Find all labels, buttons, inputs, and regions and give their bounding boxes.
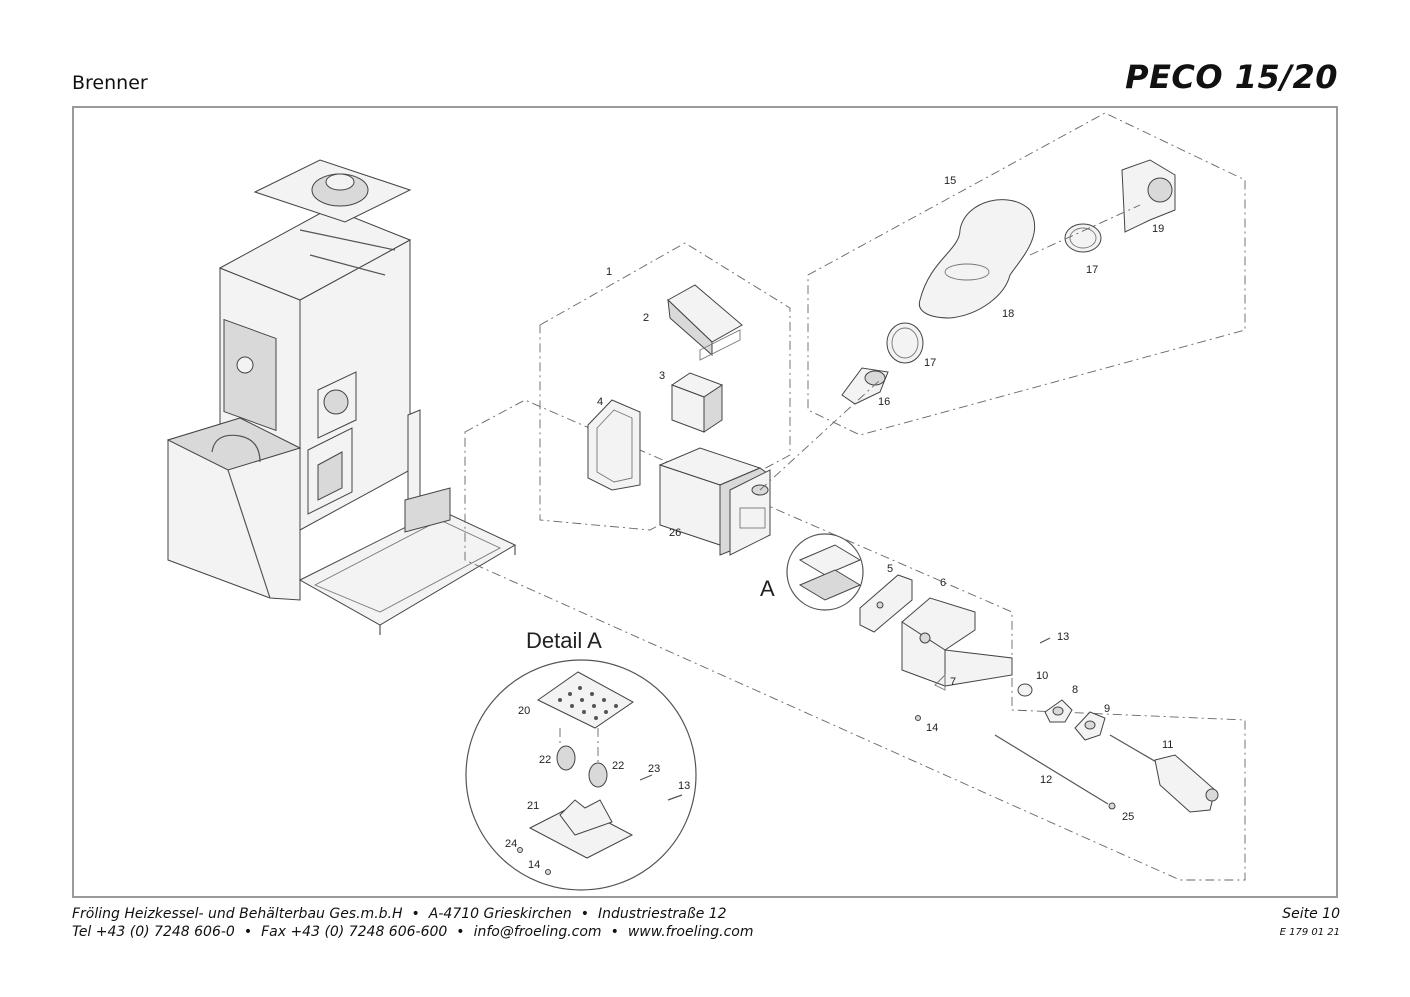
page-number: Seite 10	[1282, 906, 1340, 922]
callout-15: 15	[944, 175, 956, 187]
callout-25: 25	[1122, 811, 1134, 823]
callout-12: 12	[1040, 774, 1052, 786]
fax-number: Fax +43 (0) 7248 606-600	[261, 924, 448, 940]
callout-2: 2	[643, 312, 649, 324]
model-title: PECO 15/20	[1125, 58, 1338, 96]
callout-17a: 17	[924, 357, 936, 369]
callout-24: 24	[505, 838, 517, 850]
separator: •	[243, 924, 253, 940]
footer-page-info: Seite 10 E 179 01 21	[1280, 905, 1340, 941]
website-link[interactable]: www.froeling.com	[627, 924, 754, 940]
callout-7: 7	[950, 676, 956, 688]
callout-4: 4	[597, 396, 603, 408]
callout-20: 20	[518, 705, 530, 717]
detail-a-title: Detail A	[526, 628, 602, 653]
footer-line-2: Tel +43 (0) 7248 606-0 • Fax +43 (0) 7248 …	[72, 923, 754, 941]
company-name: Fröling Heizkessel- und Behälterbau Ges.…	[72, 906, 403, 922]
document-code: E 179 01 21	[1279, 927, 1340, 938]
separator: •	[610, 924, 619, 940]
callout-3: 3	[659, 370, 665, 382]
callout-14-detail: 14	[528, 859, 540, 871]
callout-9: 9	[1104, 703, 1110, 715]
separator: •	[456, 924, 465, 940]
flue-pipe-parts-illustration	[759, 159, 1176, 491]
callout-6: 6	[940, 577, 946, 589]
callout-18: 18	[1002, 308, 1014, 320]
callout-19: 19	[1152, 223, 1164, 235]
group-lower-outline	[464, 399, 1246, 881]
group-1-outline	[539, 242, 791, 531]
callout-13: 13	[1057, 631, 1069, 643]
phone-number: Tel +43 (0) 7248 606-0	[72, 924, 235, 940]
callout-1: 1	[606, 266, 612, 278]
callout-21: 21	[527, 800, 539, 812]
company-street: Industriestraße 12	[597, 906, 727, 922]
callout-26: 26	[669, 527, 681, 539]
footer-line-1: Fröling Heizkessel- und Behälterbau Ges.…	[72, 905, 754, 923]
callout-13-detail: 13	[678, 780, 690, 792]
drawing-frame	[72, 106, 1338, 898]
separator: •	[411, 906, 420, 922]
callout-8: 8	[1072, 684, 1078, 696]
section-title: Brenner	[72, 72, 148, 94]
detail-a-illustration	[465, 659, 697, 891]
callout-11: 11	[1162, 739, 1173, 751]
callout-22b: 22	[612, 760, 624, 772]
detail-a-marker: A	[760, 576, 775, 601]
callout-17b: 17	[1086, 264, 1098, 276]
burner-parts-illustration	[587, 284, 1219, 813]
boiler-assembly-illustration	[166, 159, 517, 635]
callout-22a: 22	[539, 754, 551, 766]
company-city: A-4710 Grieskirchen	[428, 906, 572, 922]
separator: •	[580, 906, 589, 922]
footer-contact: Fröling Heizkessel- und Behälterbau Ges.…	[72, 905, 754, 941]
callout-14: 14	[926, 722, 938, 734]
callout-23: 23	[648, 763, 660, 775]
callout-5: 5	[887, 563, 893, 575]
email-link[interactable]: info@froeling.com	[473, 924, 602, 940]
callout-16: 16	[878, 396, 890, 408]
callout-10: 10	[1036, 670, 1048, 682]
